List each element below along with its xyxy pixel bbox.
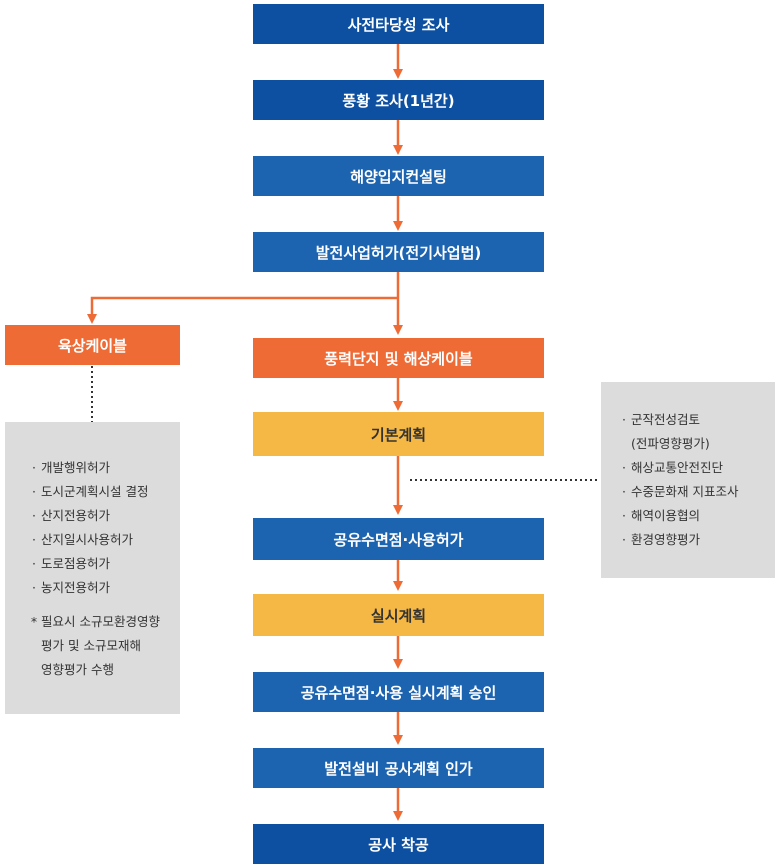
step-label: 공유수면점·사용허가 xyxy=(333,530,464,549)
step-label: 풍황 조사(1년간) xyxy=(342,91,455,110)
step-label: 발전사업허가(전기사업법) xyxy=(315,243,482,262)
list-item: ·도시군계획시설 결정 xyxy=(32,484,149,499)
note-asterisk: * xyxy=(30,614,38,629)
step-label: 공사 착공 xyxy=(368,835,429,854)
onshore-permits-panel: ·개발행위허가 ·도시군계획시설 결정 ·산지전용허가 ·산지일시사용허가 ·도… xyxy=(5,422,180,714)
onshore-permits-note: *필요시 소규모환경영향 평가 및 소규모재해 영향평가 수행 xyxy=(27,610,180,682)
step-label: 풍력단지 및 해상케이블 xyxy=(324,349,473,368)
step-label: 공유수면점·사용 실시계획 승인 xyxy=(300,683,497,702)
list-item: ·해역이용협의 xyxy=(622,508,701,523)
step-label: 실시계획 xyxy=(370,606,427,625)
step-feasibility-study: 사전타당성 조사 xyxy=(253,4,544,44)
step-implementation-plan: 실시계획 xyxy=(253,594,544,636)
list-item: ·환경영향평가 xyxy=(622,532,701,547)
branch-to-onshore xyxy=(87,296,398,324)
list-item: ·산지전용허가 xyxy=(32,508,111,523)
onshore-permits-list: ·개발행위허가 ·도시군계획시설 결정 ·산지전용허가 ·산지일시사용허가 ·도… xyxy=(27,456,180,600)
list-item: ·농지전용허가 xyxy=(32,580,111,595)
step-label: 사전타당성 조사 xyxy=(347,15,450,34)
step-onshore-cable: 육상케이블 xyxy=(5,325,180,365)
list-item: ·개발행위허가 xyxy=(32,460,111,475)
step-marine-siting-consulting: 해양입지컨설팅 xyxy=(253,156,544,196)
basic-plan-reviews-panel: ·군작전성검토 (전파영향평가) ·해상교통안전진단 ·수중문화재 지표조사 ·… xyxy=(601,382,775,578)
step-wind-survey: 풍황 조사(1년간) xyxy=(253,80,544,120)
list-item: ·산지일시사용허가 xyxy=(32,532,134,547)
step-construction-plan-approval: 발전설비 공사계획 인가 xyxy=(253,748,544,788)
list-item: ·수중문화재 지표조사 xyxy=(622,484,739,499)
step-public-water-permit: 공유수면점·사용허가 xyxy=(253,518,544,560)
list-item: ·도로점용허가 xyxy=(32,556,111,571)
step-label: 육상케이블 xyxy=(57,336,127,355)
step-construction-start: 공사 착공 xyxy=(253,824,544,864)
step-implementation-approval: 공유수면점·사용 실시계획 승인 xyxy=(253,672,544,712)
step-wind-farm-offshore-cable: 풍력단지 및 해상케이블 xyxy=(253,338,544,378)
step-label: 기본계획 xyxy=(370,425,427,444)
step-label: 해양입지컨설팅 xyxy=(350,167,447,186)
basic-plan-reviews-list: ·군작전성검토 (전파영향평가) ·해상교통안전진단 ·수중문화재 지표조사 ·… xyxy=(617,408,775,552)
list-item: ·해상교통안전진단 xyxy=(622,460,724,475)
step-business-permit: 발전사업허가(전기사업법) xyxy=(253,232,544,272)
list-item: ·군작전성검토 xyxy=(622,412,701,427)
list-item: (전파영향평가) xyxy=(631,436,710,451)
step-basic-plan: 기본계획 xyxy=(253,412,544,456)
step-label: 발전설비 공사계획 인가 xyxy=(324,759,473,778)
